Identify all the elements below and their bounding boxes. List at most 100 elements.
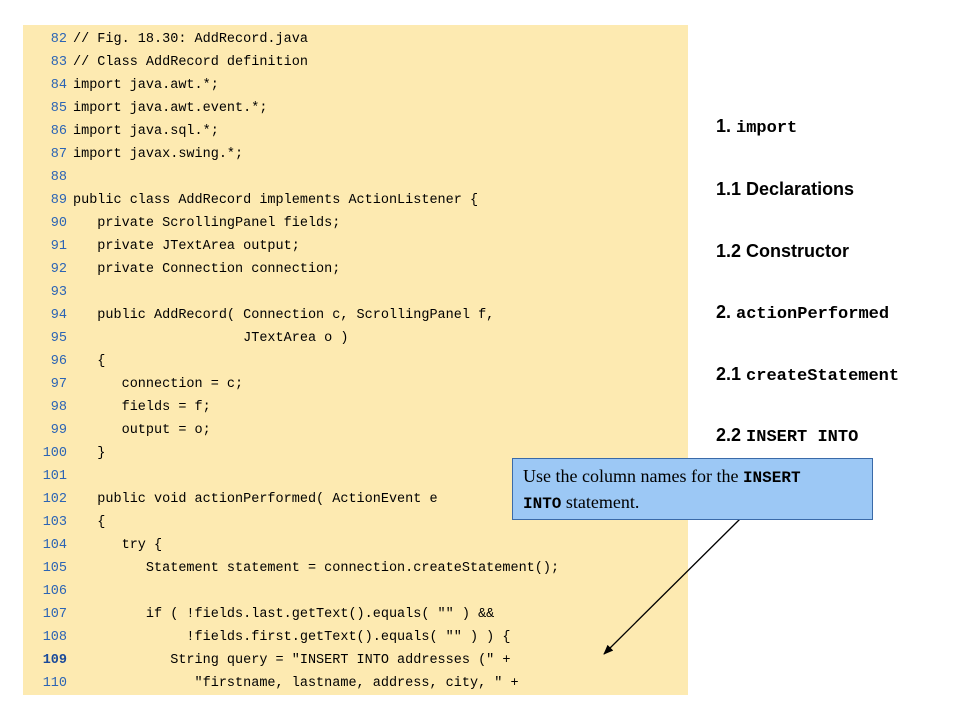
code-text: public AddRecord( Connection c, Scrollin… bbox=[73, 308, 495, 323]
code-text: import java.awt.event.*; bbox=[73, 101, 268, 116]
outline-item-number: 2.1 bbox=[716, 364, 742, 384]
code-line: 92 private Connection connection; bbox=[23, 258, 341, 281]
code-line: 89 public class AddRecord implements Acti… bbox=[23, 189, 478, 212]
code-line: 107 if ( !fields.last.getText().equals( … bbox=[23, 603, 495, 626]
code-text: try { bbox=[73, 538, 163, 553]
code-line: 102 public void actionPerformed( ActionE… bbox=[23, 488, 438, 511]
line-number: 90 bbox=[50, 216, 67, 231]
line-number: 100 bbox=[42, 446, 67, 461]
line-number: 96 bbox=[50, 354, 67, 369]
line-number: 85 bbox=[50, 101, 67, 116]
outline-item-import: 1. import bbox=[716, 116, 797, 138]
line-number: 82 bbox=[50, 32, 67, 47]
code-text: fields = f; bbox=[73, 400, 211, 415]
code-line: 105 Statement statement = connection.cre… bbox=[23, 557, 559, 580]
line-number: 101 bbox=[42, 469, 67, 484]
code-text: public class AddRecord implements Action… bbox=[73, 193, 479, 208]
line-number: 109 bbox=[42, 653, 67, 668]
code-text: import java.awt.*; bbox=[73, 78, 219, 93]
code-text: { bbox=[73, 354, 106, 369]
callout-text: Use the column names for the bbox=[523, 466, 743, 486]
line-number: 97 bbox=[50, 377, 67, 392]
code-text: output = o; bbox=[73, 423, 211, 438]
line-number: 95 bbox=[50, 331, 67, 346]
code-line: 108 !fields.first.getText().equals( "" )… bbox=[23, 626, 511, 649]
line-number: 92 bbox=[50, 262, 67, 277]
line-number: 99 bbox=[50, 423, 67, 438]
outline-item-code: createStatement bbox=[746, 367, 900, 386]
code-line: 95 JTextArea o ) bbox=[23, 327, 349, 350]
line-number: 88 bbox=[50, 170, 67, 185]
code-line: 104 try { bbox=[23, 534, 162, 557]
code-text: { bbox=[73, 515, 106, 530]
code-line: 88 bbox=[23, 166, 73, 189]
code-line: 98 fields = f; bbox=[23, 396, 211, 419]
code-text: // Fig. 18.30: AddRecord.java bbox=[73, 32, 308, 47]
code-text: private ScrollingPanel fields; bbox=[73, 216, 341, 231]
line-number: 93 bbox=[50, 285, 67, 300]
code-line: 85 import java.awt.event.*; bbox=[23, 97, 268, 120]
code-line: 99 output = o; bbox=[23, 419, 211, 442]
line-number: 107 bbox=[42, 607, 67, 622]
code-text: "firstname, lastname, address, city, " + bbox=[73, 676, 519, 691]
code-text: !fields.first.getText().equals( "" ) ) { bbox=[73, 630, 511, 645]
line-number: 94 bbox=[50, 308, 67, 323]
callout-text: statement. bbox=[561, 492, 640, 512]
callout-code: INSERT bbox=[742, 469, 801, 487]
code-line: 109 String query = "INSERT INTO addresse… bbox=[23, 649, 511, 672]
outline-item-number: 1. bbox=[716, 116, 732, 136]
outline-item-insert-into: 2.2 INSERT INTO bbox=[716, 425, 858, 447]
code-line: 90 private ScrollingPanel fields; bbox=[23, 212, 341, 235]
outline-item-action-performed: 2. actionPerformed bbox=[716, 302, 889, 324]
code-line: 106 bbox=[23, 580, 73, 603]
line-number: 91 bbox=[50, 239, 67, 254]
code-listing: 82 // Fig. 18.30: AddRecord.java 83 // Clas… bbox=[23, 25, 688, 695]
code-line: 96 { bbox=[23, 350, 106, 373]
line-number: 89 bbox=[50, 193, 67, 208]
code-line: 82 // Fig. 18.30: AddRecord.java bbox=[23, 28, 308, 51]
code-text: } bbox=[73, 446, 106, 461]
code-text: private Connection connection; bbox=[73, 262, 341, 277]
line-number: 84 bbox=[50, 78, 67, 93]
code-text: // Class AddRecord definition bbox=[73, 55, 308, 70]
outline-item-create-statement: 2.1 createStatement bbox=[716, 364, 899, 386]
outline-item-declarations: 1.1 Declarations bbox=[716, 179, 854, 200]
code-line: 94 public AddRecord( Connection c, Scrol… bbox=[23, 304, 494, 327]
outline-item-code: import bbox=[736, 119, 798, 138]
code-text: public void actionPerformed( ActionEvent… bbox=[73, 492, 438, 507]
code-text: if ( !fields.last.getText().equals( "" )… bbox=[73, 607, 495, 622]
code-line: 83 // Class AddRecord definition bbox=[23, 51, 308, 74]
code-line: 100 } bbox=[23, 442, 106, 465]
code-line: 103 { bbox=[23, 511, 106, 534]
line-number: 102 bbox=[42, 492, 67, 507]
outline-item-label: 1.2 Constructor bbox=[716, 241, 850, 261]
code-text: private JTextArea output; bbox=[73, 239, 300, 254]
code-line: 110 "firstname, lastname, address, city,… bbox=[23, 672, 519, 695]
outline-item-code: INSERT INTO bbox=[746, 428, 859, 447]
line-number: 106 bbox=[42, 584, 67, 599]
line-number: 105 bbox=[42, 561, 67, 576]
line-number: 83 bbox=[50, 55, 67, 70]
line-number: 110 bbox=[42, 676, 67, 691]
line-number: 87 bbox=[50, 147, 67, 162]
code-text: Statement statement = connection.createS… bbox=[73, 561, 560, 576]
outline-item-code: actionPerformed bbox=[736, 305, 890, 324]
code-line: 97 connection = c; bbox=[23, 373, 243, 396]
code-text: JTextArea o ) bbox=[73, 331, 349, 346]
outline-item-number: 2.2 bbox=[716, 425, 742, 445]
outline-item-label: 1.1 Declarations bbox=[716, 179, 855, 199]
line-number: 98 bbox=[50, 400, 67, 415]
code-line: 91 private JTextArea output; bbox=[23, 235, 300, 258]
line-number: 86 bbox=[50, 124, 67, 139]
code-line: 101 bbox=[23, 465, 73, 488]
code-text: String query = "INSERT INTO addresses ("… bbox=[73, 653, 511, 668]
callout-code: INTO bbox=[523, 495, 562, 513]
code-text: connection = c; bbox=[73, 377, 244, 392]
line-number: 108 bbox=[42, 630, 67, 645]
line-number: 104 bbox=[42, 538, 67, 553]
outline-item-number: 2. bbox=[716, 302, 732, 322]
line-number: 103 bbox=[42, 515, 67, 530]
